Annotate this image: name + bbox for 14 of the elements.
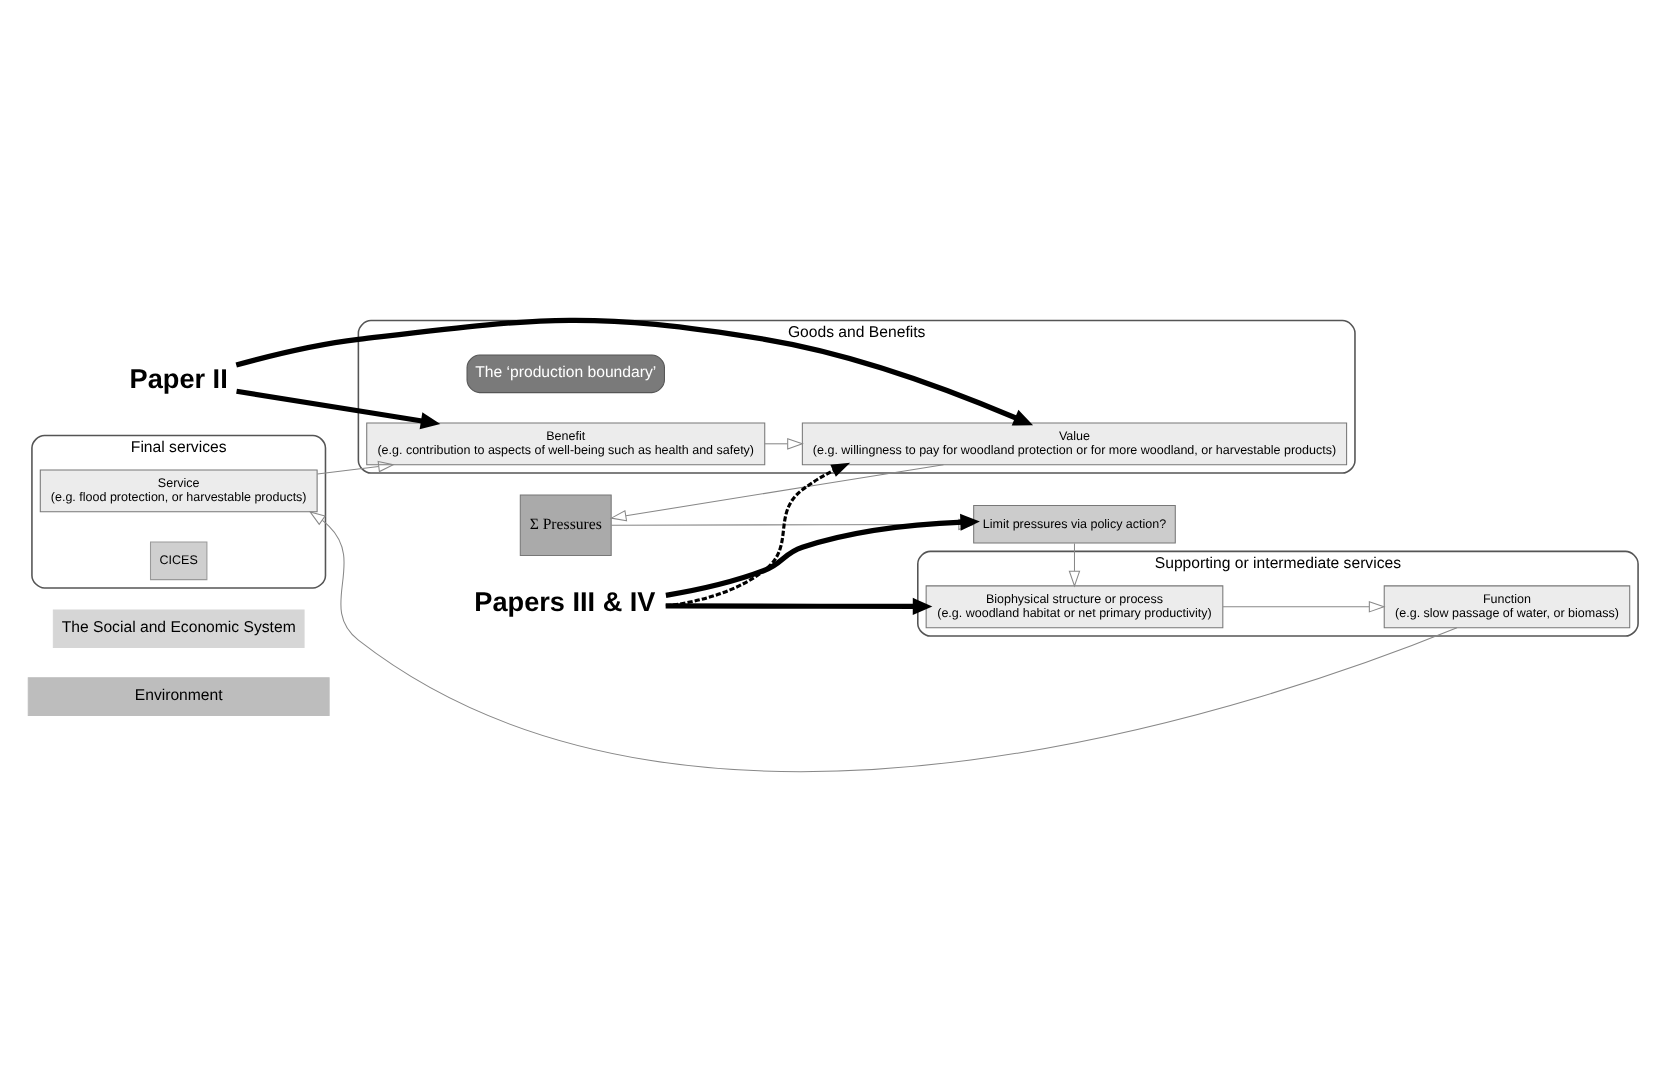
node-text: Paper II <box>129 362 228 393</box>
arrow <box>235 316 1034 425</box>
arrow <box>1222 599 1386 612</box>
arrow <box>665 461 851 607</box>
arrow <box>316 459 395 474</box>
arrow <box>665 596 933 614</box>
arrow <box>764 436 804 449</box>
node-box: Σ Pressures <box>519 493 612 556</box>
arrow <box>308 510 1458 771</box>
arrow <box>1068 541 1081 587</box>
arrow <box>236 387 441 429</box>
node-text: Papers III & IV <box>474 586 656 617</box>
arrow <box>665 512 980 597</box>
arrow <box>609 463 944 521</box>
